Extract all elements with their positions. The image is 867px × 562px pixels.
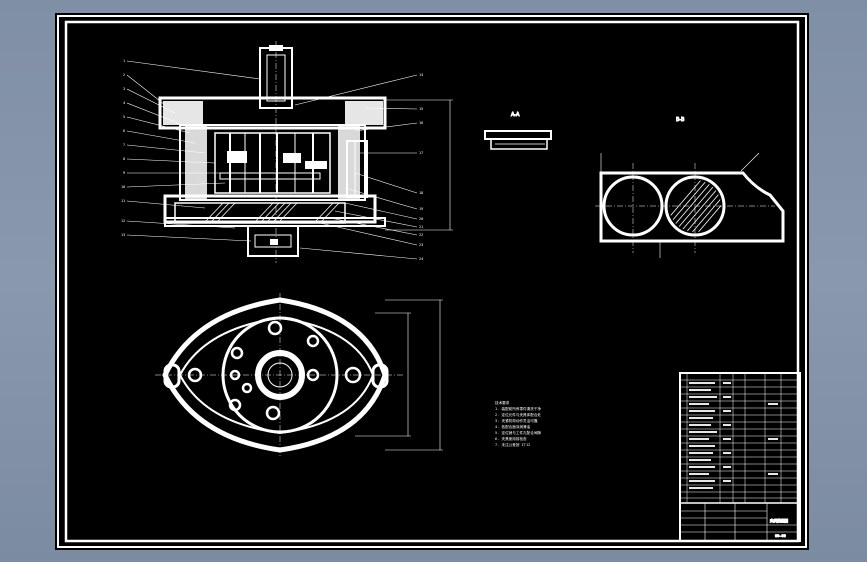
outer-border xyxy=(57,15,807,548)
svg-text:15: 15 xyxy=(419,107,423,111)
svg-text:17: 17 xyxy=(419,151,423,155)
balloon-numbers-left: 1 2 3 4 5 6 7 8 9 10 11 12 13 xyxy=(121,59,125,237)
svg-text:6: 6 xyxy=(123,129,125,133)
svg-text:22: 22 xyxy=(419,233,423,237)
svg-text:2. 定位元件与夹具体配合处: 2. 定位元件与夹具体配合处 xyxy=(495,412,541,417)
svg-text:20: 20 xyxy=(419,217,423,221)
technical-notes: 技术要求 1. 装配前所有零件清洗干净 2. 定位元件与夹具体配合处 3. 夹紧… xyxy=(495,400,541,447)
drawing-canvas: 1 2 3 4 5 6 7 8 9 10 11 12 13 14 15 16 1… xyxy=(57,15,807,548)
svg-text:21: 21 xyxy=(419,225,423,229)
svg-text:技术要求: 技术要求 xyxy=(495,400,510,405)
svg-text:3. 夹紧机构动作灵活可靠: 3. 夹紧机构动作灵活可靠 xyxy=(495,418,538,423)
svg-text:3: 3 xyxy=(123,87,125,91)
svg-text:19: 19 xyxy=(419,207,423,211)
svg-text:4. 各配合面涂润滑油: 4. 各配合面涂润滑油 xyxy=(495,424,531,429)
detail-view-b: B-B xyxy=(595,117,785,258)
svg-text:11: 11 xyxy=(121,199,125,203)
svg-text:7. 未注公差按 IT12: 7. 未注公差按 IT12 xyxy=(495,442,530,447)
main-section-view xyxy=(126,41,453,263)
svg-text:14: 14 xyxy=(419,73,423,77)
svg-text:2: 2 xyxy=(123,73,125,77)
svg-text:12: 12 xyxy=(121,219,125,223)
svg-text:9: 9 xyxy=(123,171,125,175)
svg-text:1. 装配前所有零件清洗干净: 1. 装配前所有零件清洗干净 xyxy=(495,406,541,411)
drawing-title: 夹具装配图 xyxy=(770,518,788,523)
svg-text:5: 5 xyxy=(123,115,125,119)
svg-text:24: 24 xyxy=(419,257,423,261)
title-block: 夹具装配图 00-00 xyxy=(679,372,801,542)
svg-text:5. 定位销与工件孔配合间隙: 5. 定位销与工件孔配合间隙 xyxy=(495,430,541,435)
svg-text:18: 18 xyxy=(419,191,423,195)
svg-text:8: 8 xyxy=(123,157,125,161)
inner-border xyxy=(64,20,800,543)
svg-text:B-B: B-B xyxy=(676,117,685,123)
svg-text:13: 13 xyxy=(121,233,125,237)
svg-text:1: 1 xyxy=(123,59,125,63)
drawing-sheet: 1 2 3 4 5 6 7 8 9 10 11 12 13 14 15 16 1… xyxy=(55,13,809,550)
svg-text:7: 7 xyxy=(123,143,125,147)
svg-text:23: 23 xyxy=(419,243,423,247)
svg-text:A-A: A-A xyxy=(511,112,520,118)
svg-text:4: 4 xyxy=(123,101,125,105)
svg-text:6. 夹具使用前检查: 6. 夹具使用前检查 xyxy=(495,436,527,441)
svg-text:10: 10 xyxy=(121,185,125,189)
drawing-number: 00-00 xyxy=(775,534,786,538)
balloon-numbers-right: 14 15 16 17 18 19 20 21 22 23 24 xyxy=(419,73,423,261)
svg-text:16: 16 xyxy=(419,121,423,125)
plan-view xyxy=(155,293,443,458)
detail-view-a: A-A xyxy=(484,112,552,150)
